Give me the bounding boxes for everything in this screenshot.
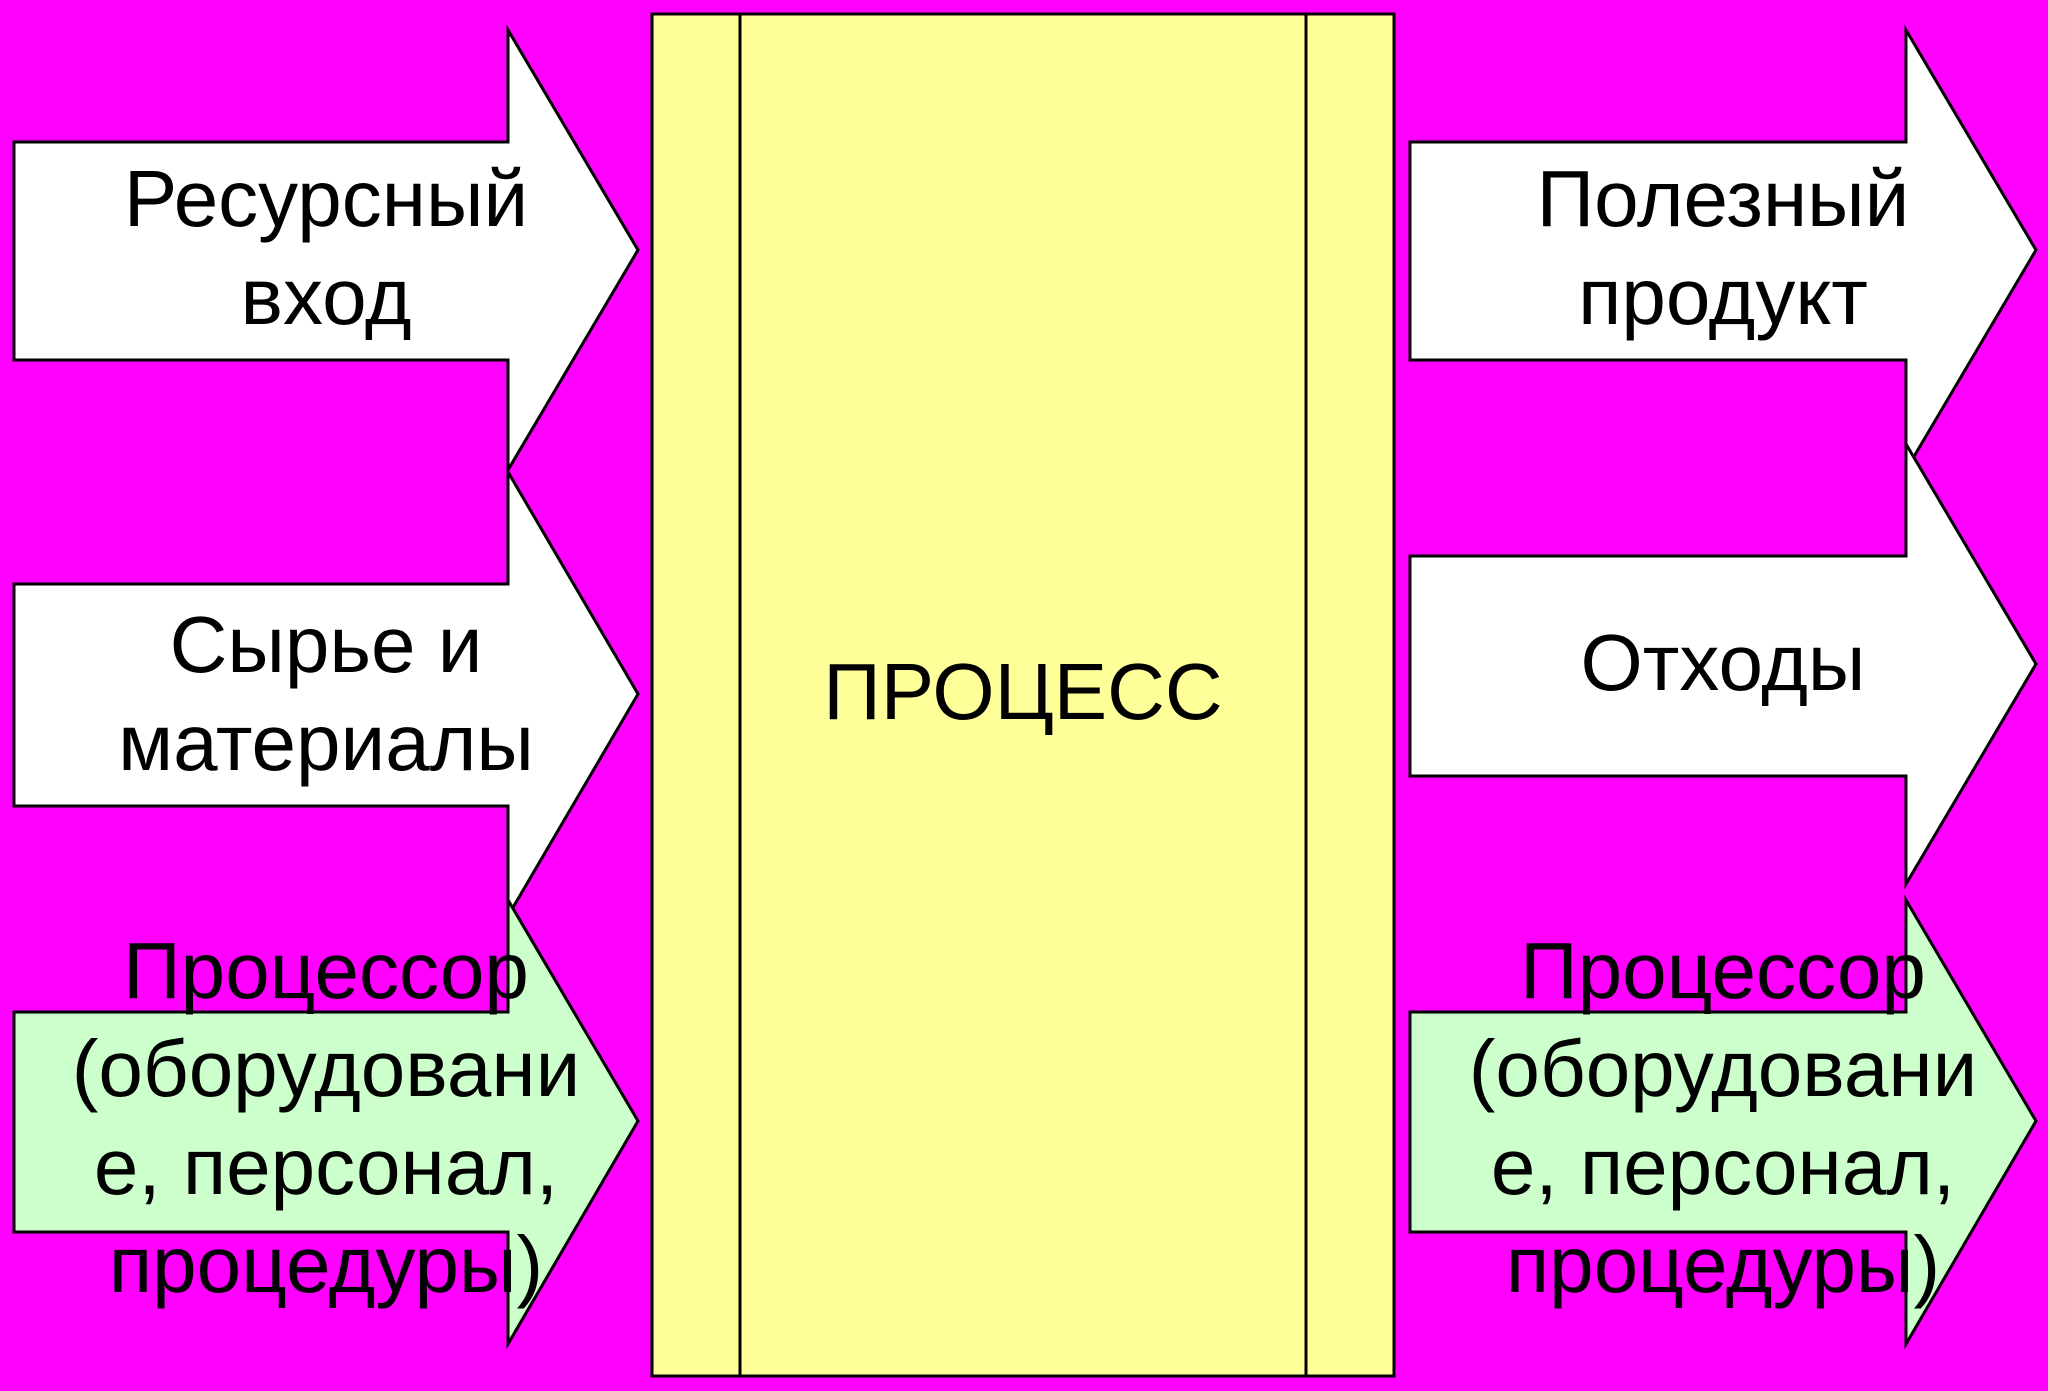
process-label: ПРОЦЕСС — [823, 647, 1223, 736]
output-label-useful-product-line-1: Полезный — [1536, 154, 1910, 243]
output-label-useful-product: Полезный продукт — [1410, 150, 2036, 346]
input-label-resource: Ресурсный вход — [14, 150, 638, 346]
input-label-resource-line-1: Ресурсный — [123, 154, 529, 243]
input-label-processor-line-3: е, персонал, — [93, 1122, 559, 1211]
process-block — [650, 12, 1396, 1378]
output-label-processor-line-1: Процессор — [1520, 926, 1926, 1015]
arrow-processor-output — [1408, 894, 2038, 1350]
arrow-resource-input — [12, 24, 640, 476]
input-label-raw-materials-line-1: Сырье и — [169, 600, 483, 689]
output-label-useful-product-line-2: продукт — [1578, 252, 1868, 341]
arrow-waste — [1408, 438, 2038, 890]
input-label-processor-line-4: процедуры) — [108, 1220, 544, 1309]
output-label-processor-line-4: процедуры) — [1505, 1220, 1941, 1309]
arrow-processor-input — [12, 894, 640, 1350]
input-label-processor-line-1: Процессор — [123, 926, 529, 1015]
arrow-raw-materials — [12, 466, 640, 922]
output-label-processor: Процессор (оборудовани е, персонал, проц… — [1410, 922, 2036, 1314]
input-label-raw-materials: Сырье и материалы — [14, 596, 638, 792]
input-label-raw-materials-line-2: материалы — [118, 698, 534, 787]
output-label-processor-line-3: е, персонал, — [1490, 1122, 1956, 1211]
input-label-processor: Процессор (оборудовани е, персонал, проц… — [14, 922, 638, 1314]
output-label-waste-line-1: Отходы — [1580, 618, 1866, 707]
output-label-processor-line-2: (оборудовани — [1468, 1024, 1978, 1113]
input-label-processor-line-2: (оборудовани — [71, 1024, 581, 1113]
output-label-waste: Отходы — [1410, 614, 2036, 712]
input-label-resource-line-2: вход — [240, 252, 412, 341]
arrow-useful-product — [1408, 24, 2038, 476]
